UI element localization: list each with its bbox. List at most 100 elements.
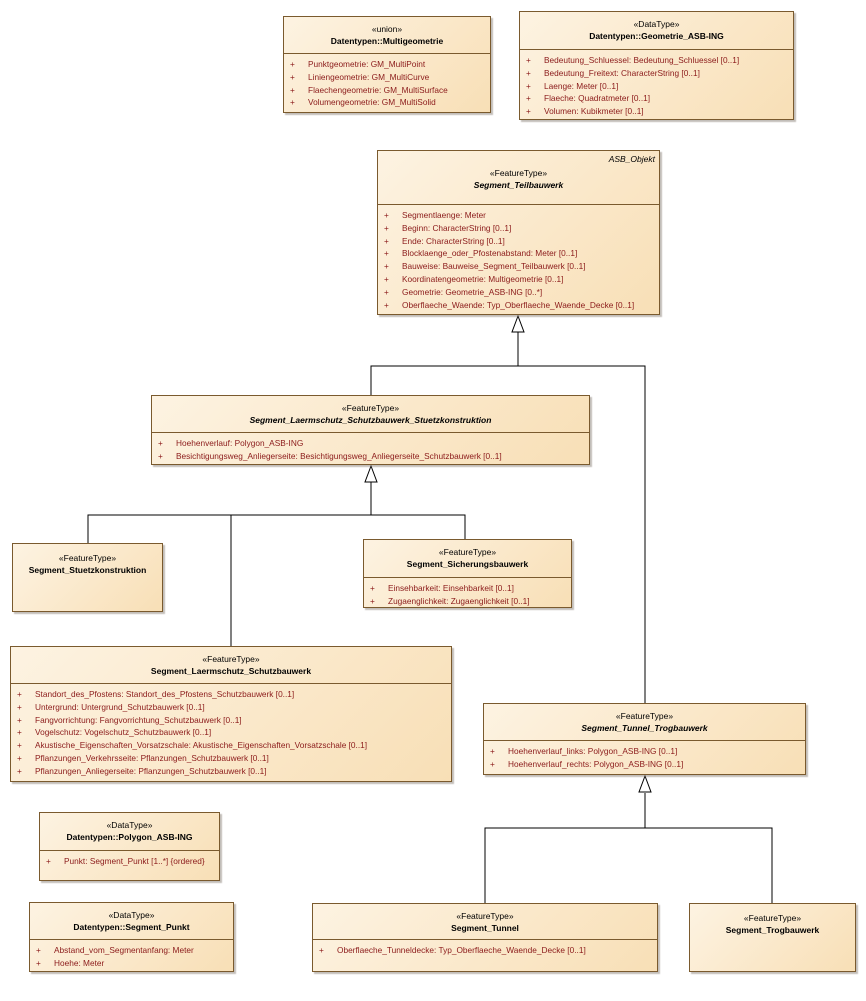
visibility-public: + [370, 583, 375, 593]
visibility-public: + [384, 210, 389, 220]
attribute-row[interactable]: +Vogelschutz: Vogelschutz_Schutzbauwerk … [11, 726, 451, 739]
visibility-public: + [158, 450, 163, 461]
attribute-text: Beginn: CharacterString [0..1] [402, 222, 512, 233]
attribute-row[interactable]: +Oberflaeche_Waende: Typ_Oberflaeche_Wae… [378, 299, 659, 312]
attribute-text: Vogelschutz: Vogelschutz_Schutzbauwerk [… [35, 727, 212, 738]
attribute-compartment: +Segmentlaenge: Meter+Beginn: CharacterS… [378, 204, 659, 311]
class-header: «DataType»Datentypen::Segment_Punkt [30, 903, 233, 933]
attribute-text: Bedeutung_Schluessel: Bedeutung_Schluess… [544, 55, 740, 65]
attribute-text: Fangvorrichtung: Fangvorrichtung_Schutzb… [35, 714, 242, 725]
attribute-row[interactable]: +Abstand_vom_Segmentanfang: Meter [30, 944, 233, 957]
class-header: «FeatureType»Segment_Laermschutz_Schutzb… [11, 647, 451, 677]
attribute-row[interactable]: +Segmentlaenge: Meter [378, 209, 659, 222]
stereotype-label: «FeatureType» [456, 911, 514, 921]
stereotype-label: «DataType» [633, 19, 680, 29]
attribute-compartment: +Oberflaeche_Tunneldecke: Typ_Oberflaech… [313, 939, 657, 957]
class-box-segment-stuetzkonstruktion[interactable]: «FeatureType»Segment_Stuetzkonstruktion [12, 543, 163, 612]
class-name: Datentypen::Multigeometrie [330, 36, 444, 46]
class-box-polygon-asb[interactable]: «DataType»Datentypen::Polygon_ASB-ING+Pu… [39, 812, 220, 881]
attribute-row[interactable]: +Bedeutung_Freitext: CharacterString [0.… [520, 67, 793, 80]
attribute-row[interactable]: +Pflanzungen_Verkehrsseite: Pflanzungen_… [11, 752, 451, 765]
generalization-line-stuetzkonstruktion [87, 482, 372, 543]
class-box-segment-punkt[interactable]: «DataType»Datentypen::Segment_Punkt+Abst… [29, 902, 234, 972]
class-name: Segment_Laermschutz_Schutzbauwerk_Stuetz… [249, 415, 492, 425]
class-box-segment-sicherungsbauwerk[interactable]: «FeatureType»Segment_Sicherungsbauwerk+E… [363, 539, 572, 608]
stereotype-label: «DataType» [108, 910, 155, 920]
visibility-public: + [290, 71, 295, 82]
attribute-row[interactable]: + Bedeutung_Schluessel: Bedeutung_Schlues… [520, 54, 793, 67]
attribute-row[interactable]: + Einsehbarkeit: Einsehbarkeit [0..1] [364, 582, 571, 595]
attribute-row[interactable]: +Zugaenglichkeit: Zugaenglichkeit [0..1] [364, 595, 571, 608]
attribute-row[interactable]: +Hoehe: Meter [30, 957, 233, 970]
class-box-segment-laermschutz-stuetz[interactable]: «FeatureType»Segment_Laermschutz_Schutzb… [151, 395, 590, 465]
attribute-row[interactable]: +Oberflaeche_Tunneldecke: Typ_Oberflaech… [313, 944, 657, 957]
attribute-row[interactable]: +Akustische_Eigenschaften_Vorsatzschale:… [11, 739, 451, 752]
attribute-compartment: +Abstand_vom_Segmentanfang: Meter+Hoehe:… [30, 939, 233, 970]
generalization-line-tunnel-trog [518, 365, 646, 703]
visibility-public: + [384, 273, 389, 284]
attribute-row[interactable]: +Laenge: Meter [0..1] [520, 80, 793, 93]
attribute-row[interactable]: +Punkt: Segment_Punkt [1..*] {ordered} [40, 855, 219, 868]
attribute-row[interactable]: +Untergrund: Untergrund_Schutzbauwerk [0… [11, 701, 451, 714]
class-box-segment-trogbauwerk[interactable]: «FeatureType»Segment_Trogbauwerk [689, 903, 856, 972]
class-header: «FeatureType»Segment_Stuetzkonstruktion [13, 544, 162, 576]
attribute-text: Einsehbarkeit: Einsehbarkeit [0..1] [388, 583, 514, 593]
class-header: «FeatureType»Segment_Trogbauwerk [690, 904, 855, 936]
attribute-row[interactable]: +Flaeche: Quadratmeter [0..1] [520, 92, 793, 105]
class-name: Segment_Stuetzkonstruktion [28, 565, 147, 575]
attribute-text: Untergrund: Untergrund_Schutzbauwerk [0.… [35, 701, 205, 712]
attribute-row[interactable]: + Volumen: Kubikmeter [0..1] [520, 105, 793, 118]
attribute-text: Laenge: Meter [0..1] [544, 80, 619, 91]
attribute-text: Punktgeometrie: GM_MultiPoint [308, 59, 426, 69]
attribute-row[interactable]: +Besichtigungsweg_Anliegerseite: Besicht… [152, 450, 589, 463]
visibility-public: + [384, 235, 389, 246]
attribute-text: Geometrie: Geometrie_ASB-ING [0..*] [402, 286, 543, 297]
attribute-row[interactable]: + Hoehenverlauf_links: Polygon_ASB-ING [0… [484, 745, 805, 758]
attribute-row[interactable]: +Pflanzungen_Anliegerseite: Pflanzungen_… [11, 765, 451, 778]
attribute-row[interactable]: + Koordinatengeometrie: Multigeometrie [0… [378, 273, 659, 286]
attribute-text: Volumen: Kubikmeter [0..1] [544, 106, 644, 117]
class-header: «FeatureType»Segment_Tunnel [313, 904, 657, 934]
generalization-line-trogbauwerk [645, 827, 773, 903]
attribute-row[interactable]: +Bauweise: Bauweise_Segment_Teilbauwerk … [378, 260, 659, 273]
generalization-arrow-laermschutz-stuetz [364, 464, 378, 483]
attribute-row[interactable]: + Punktgeometrie: GM_MultiPoint [284, 58, 490, 71]
attribute-row[interactable]: +Beginn: CharacterString [0..1] [378, 222, 659, 235]
class-box-segment-tunnel[interactable]: «FeatureType»Segment_Tunnel +Oberflaeche_… [312, 903, 658, 972]
class-box-segment-tunnel-trog[interactable]: «FeatureType»Segment_Tunnel_Trogbauwerk+… [483, 703, 806, 775]
visibility-public: + [290, 59, 295, 69]
visibility-public: + [384, 299, 389, 310]
attribute-row[interactable]: + Liniengeometrie: GM_MultiCurve [284, 71, 490, 84]
class-box-segment-teilbauwerk[interactable]: ASB_Objekt«FeatureType»Segment_Teilbauwe… [377, 150, 660, 315]
attribute-row[interactable]: +Hoehenverlauf: Polygon_ASB-ING [152, 437, 589, 450]
visibility-public: + [490, 746, 495, 756]
visibility-public: + [158, 438, 163, 448]
visibility-public: + [384, 261, 389, 272]
attribute-row[interactable]: +Hoehenverlauf_rechts: Polygon_ASB-ING [… [484, 758, 805, 771]
attribute-row[interactable]: +Flaechengeometrie: GM_MultiSurface [284, 84, 490, 97]
attribute-row[interactable]: + Ende: CharacterString [0..1] [378, 235, 659, 248]
attribute-row[interactable]: +Volumengeometrie: GM_MultiSolid [284, 96, 490, 109]
attribute-row[interactable]: +Standort_des_Pfostens: Standort_des_Pfo… [11, 688, 451, 701]
stereotype-label: «FeatureType» [615, 711, 674, 721]
attribute-text: Koordinatengeometrie: Multigeometrie [0.… [402, 273, 564, 284]
parent-class-label: ASB_Objekt [608, 154, 655, 164]
attribute-row[interactable]: +Geometrie: Geometrie_ASB-ING [0..*] [378, 286, 659, 299]
class-box-segment-laermschutz-schutz[interactable]: «FeatureType»Segment_Laermschutz_Schutzb… [10, 646, 452, 782]
attribute-text: Ende: CharacterString [0..1] [402, 235, 505, 246]
attribute-row[interactable]: +Blocklaenge_oder_Pfostenabstand: Meter … [378, 247, 659, 260]
stereotype-label: «FeatureType» [202, 654, 260, 664]
class-box-multigeometrie[interactable]: «union»Datentypen::Multigeometrie+Punktg… [283, 16, 491, 113]
attribute-text: Hoehenverlauf_rechts: Polygon_ASB-ING [0… [508, 758, 684, 769]
attribute-text: Liniengeometrie: GM_MultiCurve [308, 71, 430, 82]
attribute-text: Oberflaeche_Tunneldecke: Typ_Oberflaeche… [337, 945, 586, 955]
visibility-public: + [526, 106, 531, 117]
class-header: «DataType»Datentypen::Polygon_ASB-ING [40, 813, 219, 843]
class-box-geometrie-asb[interactable]: «DataType»Datentypen::Geometrie_ASB-ING+… [519, 11, 794, 120]
attribute-text: Hoehenverlauf_links: Polygon_ASB-ING [0.… [508, 746, 678, 756]
visibility-public: + [290, 97, 295, 108]
visibility-public: + [526, 55, 531, 65]
attribute-row[interactable]: +Fangvorrichtung: Fangvorrichtung_Schutz… [11, 714, 451, 727]
attribute-compartment: + Einsehbarkeit: Einsehbarkeit [0..1] +Zug… [364, 577, 571, 608]
